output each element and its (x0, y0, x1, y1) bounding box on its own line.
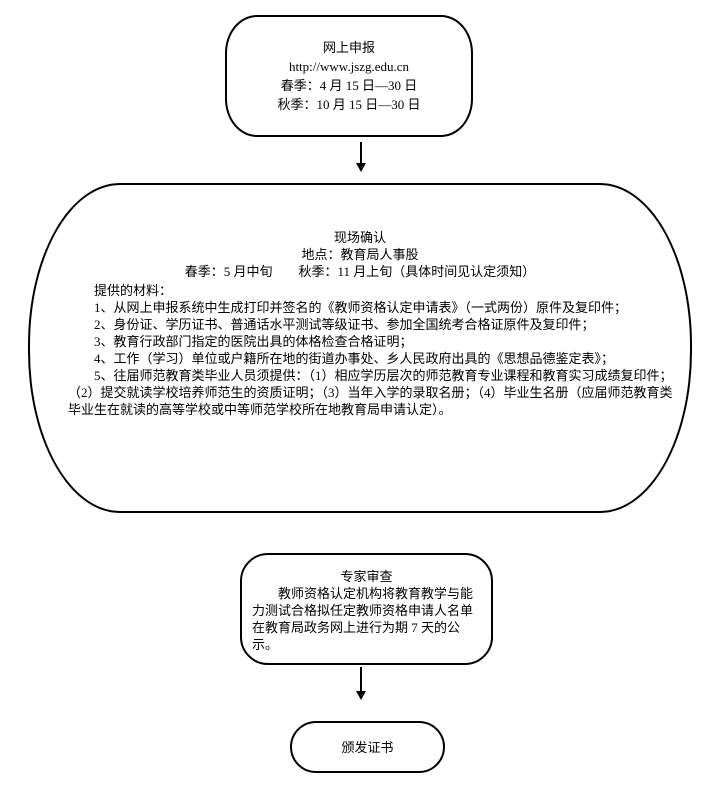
online-application-title: 网上申报 (322, 40, 375, 55)
arrow-down-2 (356, 667, 366, 700)
issue-certificate-title: 颁发证书 (341, 739, 394, 755)
materials-list: 提供的材料： 1、从网上申报系统中生成打印并签名的《教师资格认定申请表》（一式两… (36, 282, 684, 418)
onsite-confirmation-title: 现场确认 (333, 230, 386, 245)
material-item-5: 5、往届师范教育类毕业人员须提供：（1）相应学历层次的师范教育专业课程和教育实习… (68, 368, 673, 417)
arrow-shaft (360, 142, 362, 163)
online-application-autumn-dates: 秋季：10 月 15 日—30 日 (277, 97, 421, 112)
arrow-shaft (360, 667, 362, 691)
materials-header: 提供的材料： (94, 283, 173, 298)
node-online-application: 网上申报 http://www.jszg.edu.cn 春季：4 月 15 日—… (225, 15, 473, 137)
material-item-3: 3、教育行政部门指定的医院出具的体格检查合格证明； (94, 334, 413, 349)
node-onsite-confirmation: 现场确认 地点：教育局人事股 春季：5 月中旬 秋季：11 月上旬（具体时间见认… (28, 183, 692, 513)
onsite-confirmation-location: 地点：教育局人事股 (301, 247, 419, 262)
material-item-4: 4、工作（学习）单位或户籍所在地的街道办事处、乡人民政府出具的《思想品德鉴定表》… (94, 351, 615, 366)
arrow-down-1 (356, 142, 366, 172)
arrow-head-icon (356, 691, 366, 700)
online-application-spring-dates: 春季：4 月 15 日—30 日 (280, 78, 418, 93)
online-application-url: http://www.jszg.edu.cn (288, 59, 410, 74)
material-item-1: 1、从网上申报系统中生成打印并签名的《教师资格认定申请表》（一式两份）原件及复印… (94, 300, 628, 315)
expert-review-title: 专家审查 (340, 569, 393, 584)
node-issue-certificate: 颁发证书 (290, 721, 445, 773)
material-item-2: 2、身份证、学历证书、普通话水平测试等级证书、参加全国统考合格证原件及复印件； (94, 317, 595, 332)
node-expert-review: 专家审查 教师资格认定机构将教育教学与能力测试合格拟任定教师资格申请人名单在教育… (240, 553, 493, 665)
onsite-confirmation-schedule: 春季：5 月中旬 秋季：11 月上旬（具体时间见认定须知） (184, 264, 536, 279)
arrow-head-icon (356, 163, 366, 172)
expert-review-body: 教师资格认定机构将教育教学与能力测试合格拟任定教师资格申请人名单在教育局政务网上… (252, 586, 474, 652)
